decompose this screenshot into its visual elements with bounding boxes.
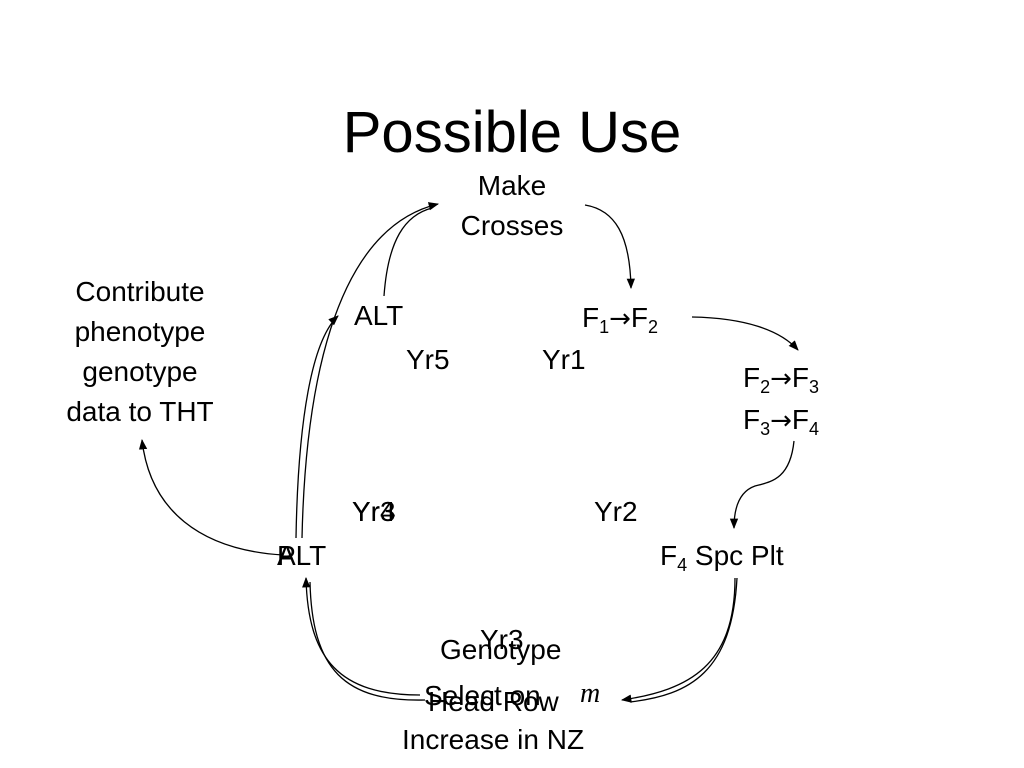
year-label-yr1: Yr1	[542, 344, 586, 375]
node-f4-spc-plt: F4 Spc Plt	[660, 540, 784, 575]
arrow-f4spc-to-select-b	[629, 577, 738, 703]
arrow-f4spc-to-select-a	[620, 577, 736, 703]
node-contribute: Contribute phenotype genotype data to TH…	[66, 276, 214, 427]
node-select-on: Select on	[424, 680, 541, 711]
node-make-crosses: Make Crosses	[460, 170, 564, 241]
arrow-f3f4-to-f4spc	[729, 440, 795, 530]
arrow-crosses-to-f1	[584, 204, 635, 290]
node-increase-nz: Increase in NZ	[402, 724, 585, 755]
arrow-select-to-alt-b	[309, 581, 426, 701]
arrow-alt-to-alt-top	[295, 315, 339, 539]
node-f3-f4: F3→F4	[743, 404, 820, 439]
year-label-yr4-overlap: Yr3	[352, 496, 396, 527]
year-label-yr2: Yr2	[594, 496, 638, 527]
node-alt-top: ALT	[354, 300, 404, 331]
node-alt-left: ALT	[277, 540, 327, 571]
arrow-alt-to-crosses	[301, 202, 440, 539]
node-math-m: m	[580, 678, 601, 709]
year-label-yr3: Yr3	[480, 624, 524, 655]
node-alt-left-overlap: P	[277, 540, 296, 571]
arrow-alttop-to-crosses	[383, 207, 433, 297]
node-genotype: Genotype	[440, 634, 562, 665]
year-label-yr4: Yr4	[352, 496, 396, 527]
year-label-yr5: Yr5	[406, 344, 450, 375]
slide-title: Possible Use	[342, 100, 682, 165]
arrow-f1f2-to-f2f3	[691, 316, 799, 351]
node-f2-f3: F2→F3	[743, 362, 820, 397]
node-f1-f2: F1→F2	[582, 302, 659, 337]
arrow-alt-to-contribute	[138, 438, 284, 556]
node-head-row: Head Row	[428, 686, 559, 717]
arrow-select-to-alt-a	[302, 576, 421, 696]
